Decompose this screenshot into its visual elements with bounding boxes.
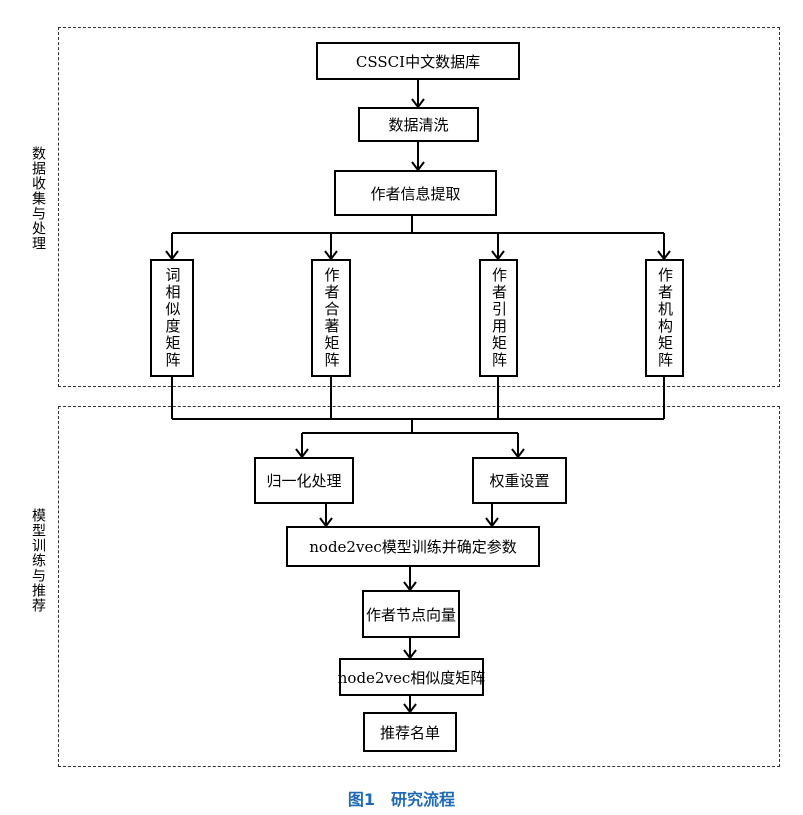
author-node-vector-node: 作者节点向量 <box>362 590 460 638</box>
normalization-node: 归一化处理 <box>254 457 354 504</box>
coauthor-matrix-node: 作者合著矩阵 <box>311 259 351 377</box>
node2vec-similarity-matrix-node: node2vec相似度矩阵 <box>338 658 485 696</box>
coauthor-matrix-label: 作者合著矩阵 <box>322 267 341 369</box>
model-training-group <box>58 406 780 767</box>
model-training-group-label: 模型训练与推荐 <box>30 508 46 613</box>
citation-matrix-label: 作者引用矩阵 <box>490 267 508 369</box>
data-collection-group <box>58 27 780 387</box>
institution-matrix-label: 作者机构矩阵 <box>656 267 674 369</box>
institution-matrix-node: 作者机构矩阵 <box>645 259 684 377</box>
data-collection-group-label: 数据收集与处理 <box>30 146 46 251</box>
weight-setting-node: 权重设置 <box>472 457 567 504</box>
word-similarity-matrix-label: 词相似度矩阵 <box>163 267 182 369</box>
author-info-extraction-node: 作者信息提取 <box>334 170 497 216</box>
data-cleaning-node: 数据清洗 <box>358 107 479 142</box>
node2vec-training-node: node2vec模型训练并确定参数 <box>286 526 540 567</box>
word-similarity-matrix-node: 词相似度矩阵 <box>150 259 194 377</box>
citation-matrix-node: 作者引用矩阵 <box>479 259 518 377</box>
figure-caption: 图1 研究流程 <box>347 790 456 809</box>
recommendation-list-node: 推荐名单 <box>363 712 457 752</box>
cssci-database-node: CSSCI中文数据库 <box>316 42 520 80</box>
